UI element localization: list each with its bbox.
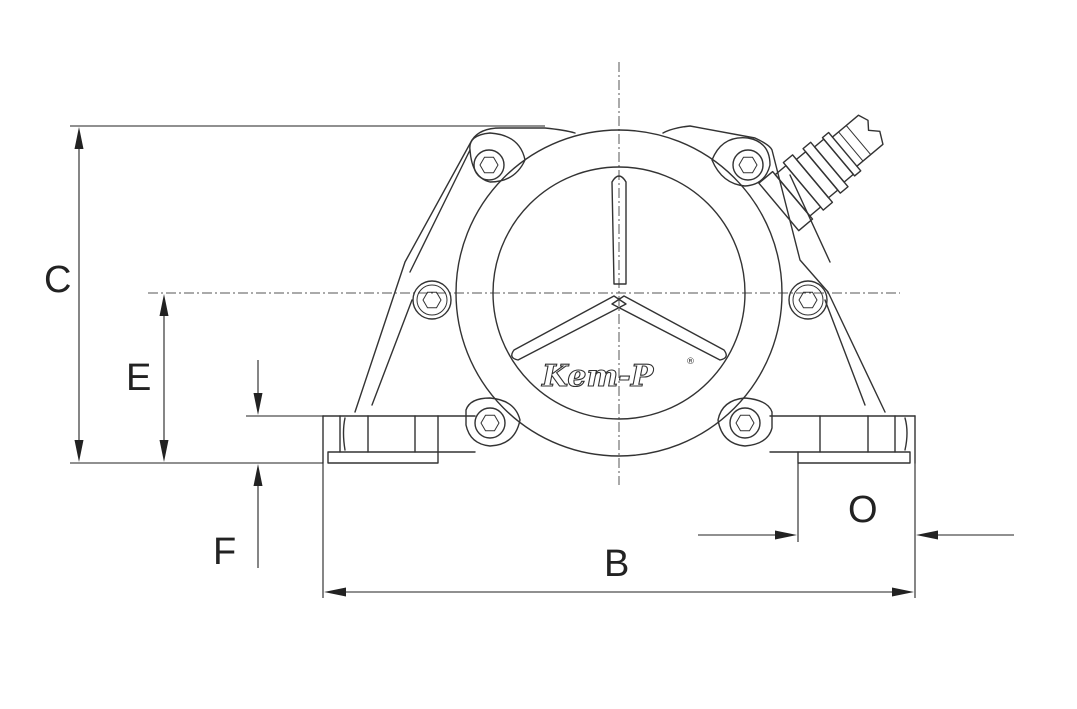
dimension-o-label: O xyxy=(848,489,878,531)
base-plate xyxy=(322,415,916,464)
dimension-c: C xyxy=(44,125,545,464)
cable-gland xyxy=(758,114,884,232)
dimension-e-label: E xyxy=(126,357,151,399)
screw-mid-left xyxy=(412,280,452,320)
screw-top-left xyxy=(473,149,505,181)
housing-body xyxy=(354,125,886,413)
screw-mid-right xyxy=(788,280,828,320)
screw-bottom-right xyxy=(729,407,761,439)
dimension-o: O xyxy=(698,463,1014,542)
registered-mark: ® xyxy=(686,357,695,367)
lower-left-boss xyxy=(465,397,521,447)
brand-logo: Kem-P xyxy=(541,359,655,394)
screw-bottom-left xyxy=(474,407,506,439)
dimension-f: F xyxy=(213,360,323,573)
end-cover-outer xyxy=(455,129,783,457)
end-cover-inner xyxy=(492,166,746,420)
cover-ribs xyxy=(511,175,727,361)
dimension-c-label: C xyxy=(44,259,71,301)
lower-right-boss xyxy=(717,397,773,447)
screw-top-right xyxy=(732,149,764,181)
dimension-b-label: B xyxy=(604,543,629,585)
dimension-e: E xyxy=(126,294,169,462)
dimension-f-label: F xyxy=(213,531,236,573)
dimension-b: B xyxy=(322,463,916,598)
